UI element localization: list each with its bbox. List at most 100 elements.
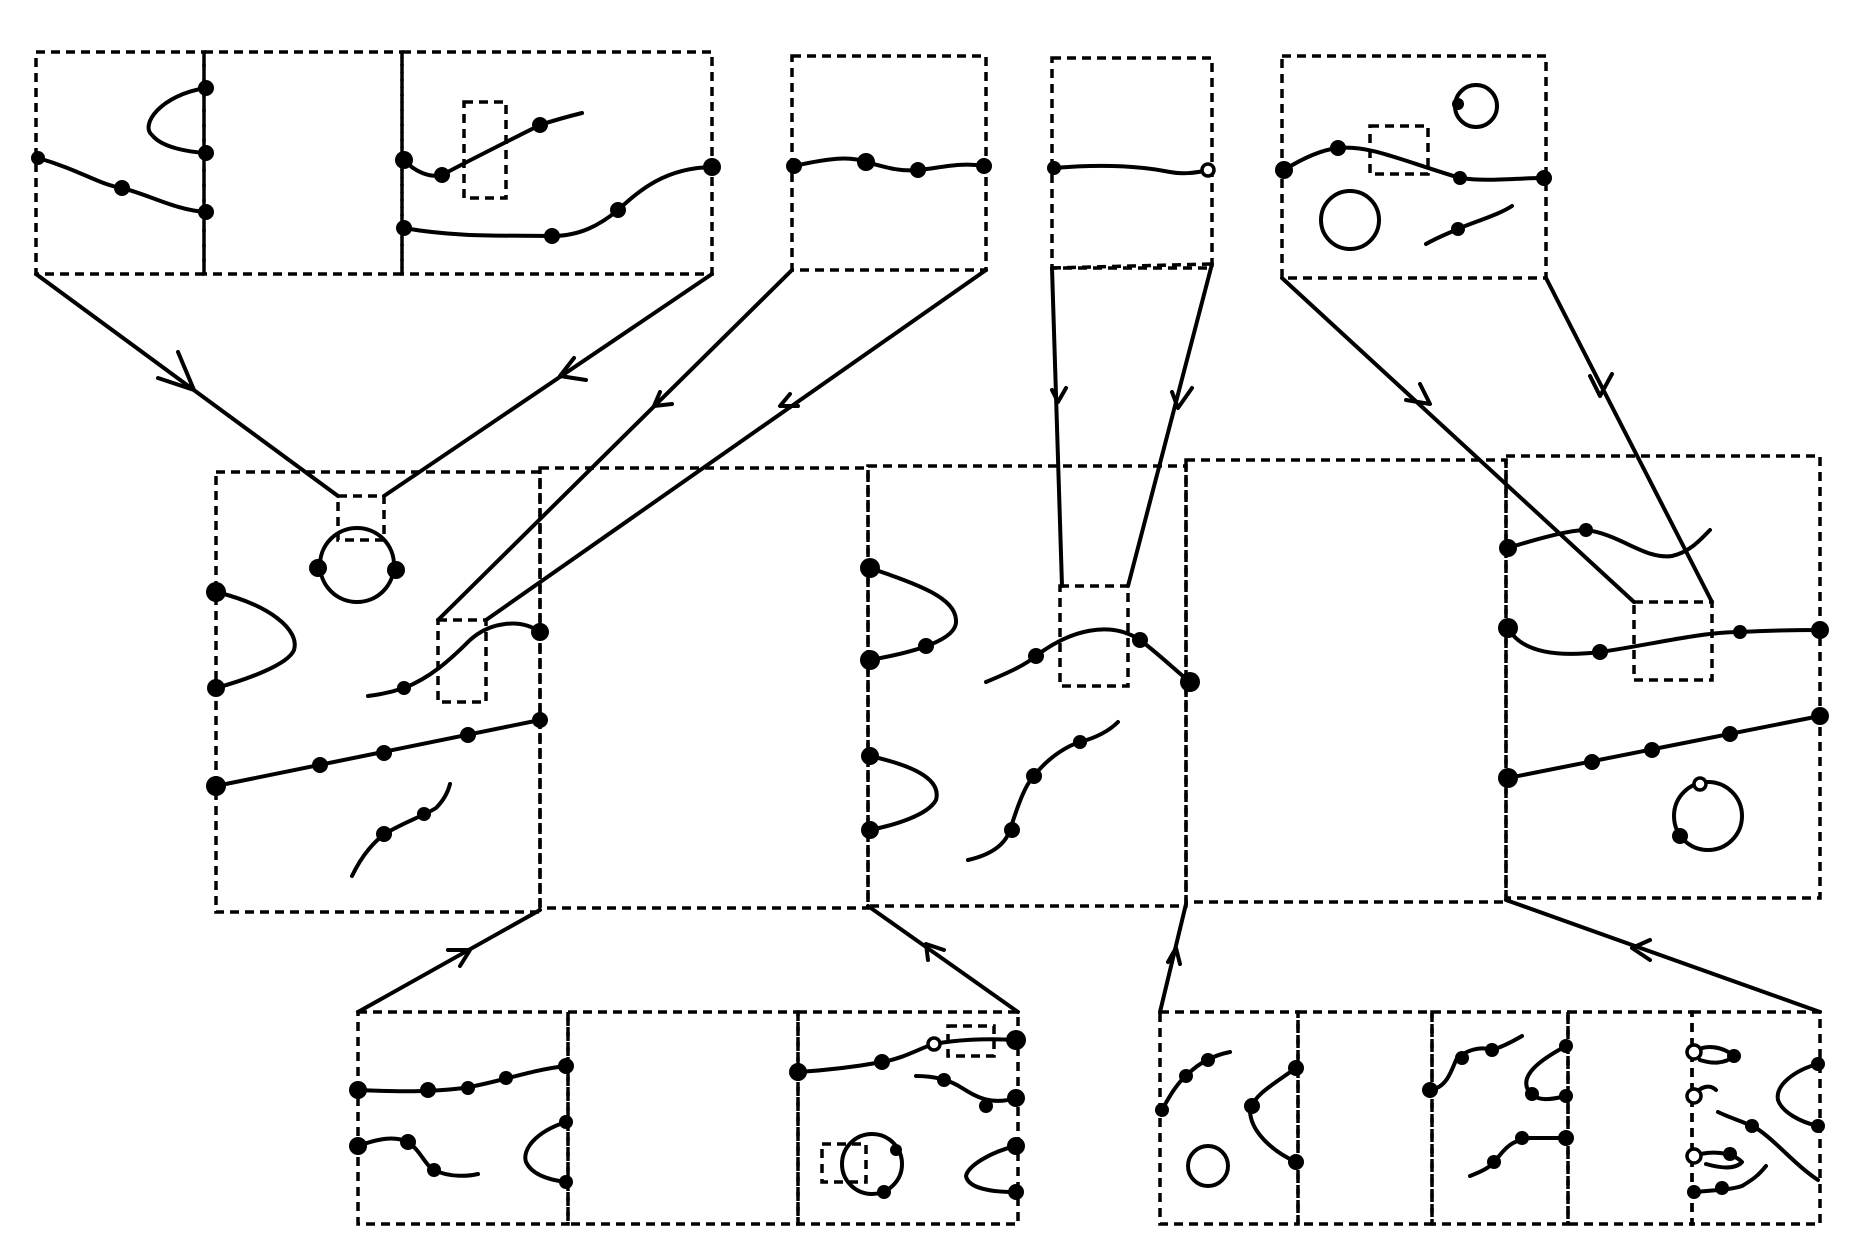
bottom-group-1	[349, 1010, 1026, 1226]
strand-node	[860, 650, 880, 670]
strand-node	[610, 202, 626, 218]
strand-node	[1073, 735, 1087, 749]
strand-cap	[868, 754, 939, 832]
strand-node	[31, 151, 45, 165]
strand-node	[1715, 1181, 1729, 1195]
strand	[914, 1074, 1018, 1103]
strand-node	[400, 1134, 416, 1150]
strand-cap	[868, 566, 958, 662]
bottom-group-1-panel-2	[566, 1010, 800, 1226]
strand-node	[1006, 1030, 1026, 1050]
arrow-head	[1404, 382, 1432, 406]
top-group-1-panel-2	[202, 50, 404, 276]
strand-node	[198, 145, 214, 161]
arrow-head	[1050, 386, 1068, 404]
strand-node	[1485, 1043, 1499, 1057]
marked-region	[336, 494, 386, 542]
top-group-2-panel-1	[790, 54, 988, 272]
strand-node	[396, 220, 412, 236]
strand-node	[1047, 161, 1061, 175]
strand-node	[1244, 1098, 1260, 1114]
arrow-head	[558, 356, 588, 382]
strand-node	[1559, 1089, 1573, 1103]
connector-line	[34, 272, 340, 498]
strand-node	[1687, 1185, 1701, 1199]
strand-node	[1727, 1049, 1741, 1063]
strand-node	[1028, 648, 1044, 664]
bottom-group-2-panel-3	[1430, 1010, 1570, 1226]
strand-node	[1288, 1154, 1304, 1170]
marked-region	[1058, 584, 1130, 688]
strand-node	[857, 153, 875, 171]
strand-node	[434, 167, 450, 183]
connector-line	[1126, 262, 1214, 588]
strand-node	[1723, 1147, 1737, 1161]
strand	[966, 720, 1120, 862]
top-group-1-panel-1	[34, 50, 206, 276]
connector-line	[382, 272, 714, 498]
strand-cap	[1248, 1066, 1298, 1164]
strand-node	[1330, 140, 1346, 156]
connector-line	[1504, 898, 1822, 1014]
strand-node	[1584, 754, 1600, 770]
arrow-head	[1630, 938, 1652, 962]
middle-panel-3	[866, 464, 1188, 908]
strand-node	[1132, 632, 1148, 648]
strand-node	[1559, 1039, 1573, 1053]
strand-node	[1007, 1089, 1025, 1107]
strand-node	[979, 1099, 993, 1113]
strand-node	[1004, 822, 1020, 838]
strand-node	[1179, 1069, 1193, 1083]
top-group-1	[31, 50, 721, 276]
strand-node	[1007, 1137, 1025, 1155]
arrow-head	[156, 350, 196, 392]
strand-node	[206, 776, 226, 796]
strand-node	[349, 1137, 367, 1155]
strand-node	[531, 623, 549, 641]
bottom-group-2	[1155, 1010, 1825, 1226]
strand	[402, 165, 714, 238]
arrow-head	[1166, 946, 1182, 966]
loop-node	[387, 561, 405, 579]
strand-node	[874, 1054, 890, 1070]
strand-node	[1536, 170, 1552, 186]
arrow-head	[1588, 372, 1614, 398]
strand-node	[860, 558, 880, 578]
strand-cap	[964, 1144, 1018, 1194]
strand-node	[460, 727, 476, 743]
strand-node	[976, 158, 992, 174]
strand	[350, 782, 452, 878]
middle-panel-2	[538, 466, 870, 910]
strand-node	[376, 745, 392, 761]
strand-node	[395, 151, 413, 169]
marked-region	[462, 100, 508, 200]
strand-node	[1579, 523, 1593, 537]
strand-node	[206, 582, 226, 602]
strand-node	[559, 1115, 573, 1129]
strand	[1506, 528, 1712, 559]
strand-node	[1455, 1051, 1469, 1065]
strand-node	[207, 679, 225, 697]
strand	[1506, 714, 1822, 780]
strand-cap	[1775, 1062, 1820, 1128]
arrow-head	[1170, 386, 1194, 410]
strand-node	[376, 826, 392, 842]
strand-node	[789, 1063, 807, 1081]
top-group-2	[786, 54, 992, 272]
strand-node	[918, 638, 934, 654]
strand	[402, 111, 584, 178]
strand-node	[1722, 726, 1738, 742]
marked-region	[1632, 600, 1714, 682]
connector-line	[356, 908, 542, 1014]
arrow-head	[778, 392, 800, 408]
loop	[840, 1132, 904, 1196]
strand	[1428, 1034, 1524, 1092]
strand	[1692, 1164, 1768, 1194]
strand-node	[1200, 162, 1216, 178]
strand-node	[312, 757, 328, 773]
strand-node	[1275, 161, 1293, 179]
strand-node	[349, 1081, 367, 1099]
strand	[796, 1037, 1018, 1074]
strand-node	[1499, 539, 1517, 557]
strand-node	[1811, 1119, 1825, 1133]
